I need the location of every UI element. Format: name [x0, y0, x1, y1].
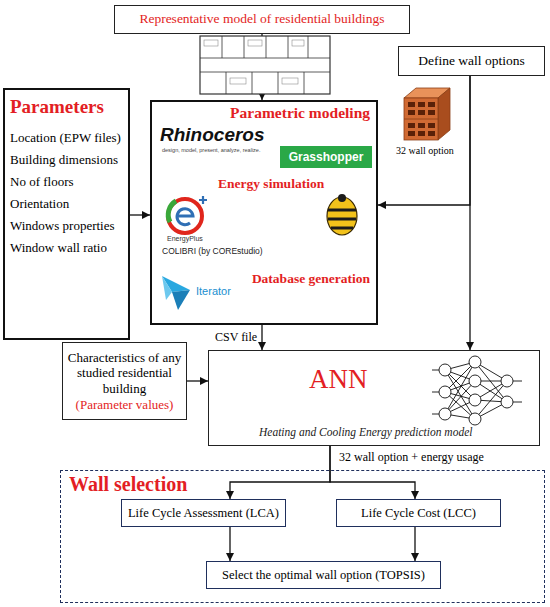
node-text: No of floors [10, 171, 123, 193]
node-text: Building dimensions [10, 149, 123, 171]
input-box: Characteristics of any studied residenti… [62, 342, 187, 420]
connector [411, 527, 419, 561]
input-box: Define wall options [398, 46, 545, 76]
iterator-logo [162, 276, 190, 310]
arrow-head [411, 553, 419, 561]
honeybee-logo [327, 194, 357, 235]
node-text: Window wall ratio [10, 237, 123, 259]
connector-line [230, 446, 330, 499]
connector [226, 446, 330, 499]
process-box: Life Cycle Cost (LCC) [336, 499, 501, 527]
logo-label: Rhinoceros [160, 124, 265, 147]
node-text: Life Cycle Assessment (LCA) [128, 506, 279, 521]
model-box: ANN Heating and Cooling Energy prediction… [208, 350, 540, 446]
logo-label: 32 wall option [396, 145, 454, 157]
node-text: Orientation [10, 193, 123, 215]
node-text: Database generation [252, 271, 370, 287]
process-box: Life Cycle Assessment (LCA) [121, 499, 286, 527]
parameter-list-box: ParametersLocation (EPW files)Building d… [3, 88, 130, 340]
title-box: Representative model of residential buil… [114, 5, 410, 34]
text-group: Characteristics of any studied residenti… [67, 350, 182, 412]
neural-network-icon [432, 356, 522, 425]
arrow-head [226, 553, 234, 561]
node-text: Windows properties [10, 215, 123, 237]
arrow-head [466, 342, 474, 350]
text-group: Define wall options [418, 53, 524, 69]
group-region: Wall selectionLife Cycle Assessment (LCA… [60, 470, 545, 603]
arrow-head [258, 342, 266, 350]
node-text: Define wall options [418, 53, 524, 69]
node-text: Heating and Cooling Energy prediction mo… [259, 426, 472, 440]
floor-plan [200, 36, 330, 94]
brick-illustration [404, 88, 450, 140]
text-group: Life Cycle Assessment (LCA) [128, 506, 279, 521]
node-text: Parameters [10, 96, 123, 119]
logo-label: COLIBRI (by COREstudio) [162, 246, 263, 256]
node-text: (Parameter values) [67, 397, 182, 413]
connector [258, 325, 266, 350]
text-group: Select the optimal wall option (TOPSIS) [222, 568, 425, 583]
connector-line [469, 76, 470, 350]
connector [466, 76, 474, 350]
arrow-head [200, 377, 208, 385]
arrow-head [226, 491, 234, 499]
arrow-head [378, 201, 386, 209]
edge-label: CSV file [214, 330, 258, 344]
connector [130, 211, 150, 219]
connector [226, 527, 234, 561]
logo-label: design, model, present, analyze, realize… [162, 147, 260, 154]
connector [187, 377, 208, 385]
edge-label: 32 wall option + energy usage [338, 450, 485, 464]
node-text: Parametric modeling [230, 104, 370, 123]
node-text: Wall selection [69, 472, 187, 496]
node-text: Life Cycle Cost (LCC) [361, 506, 476, 521]
logo-label: Iterator [196, 285, 231, 298]
node-text: ANN [309, 363, 368, 395]
logo-label: EnergyPlus [167, 235, 203, 243]
node-text: Location (EPW files) [10, 127, 123, 149]
arrow-head [411, 491, 419, 499]
connector-line [378, 76, 470, 205]
text-group: Representative model of residential buil… [139, 11, 384, 27]
node-text: Characteristics of any studied residenti… [67, 350, 182, 397]
arrow-head [142, 211, 150, 219]
text-group: Life Cycle Cost (LCC) [361, 506, 476, 521]
node-text: Energy simulation [218, 176, 324, 192]
connector [378, 76, 470, 209]
process-box: Select the optimal wall option (TOPSIS) [206, 561, 441, 589]
energyplus-logo [168, 196, 207, 233]
logo-label: Grasshopper [280, 146, 372, 168]
node-text: Select the optimal wall option (TOPSIS) [222, 568, 425, 583]
node-text: Representative model of residential buil… [139, 11, 384, 27]
